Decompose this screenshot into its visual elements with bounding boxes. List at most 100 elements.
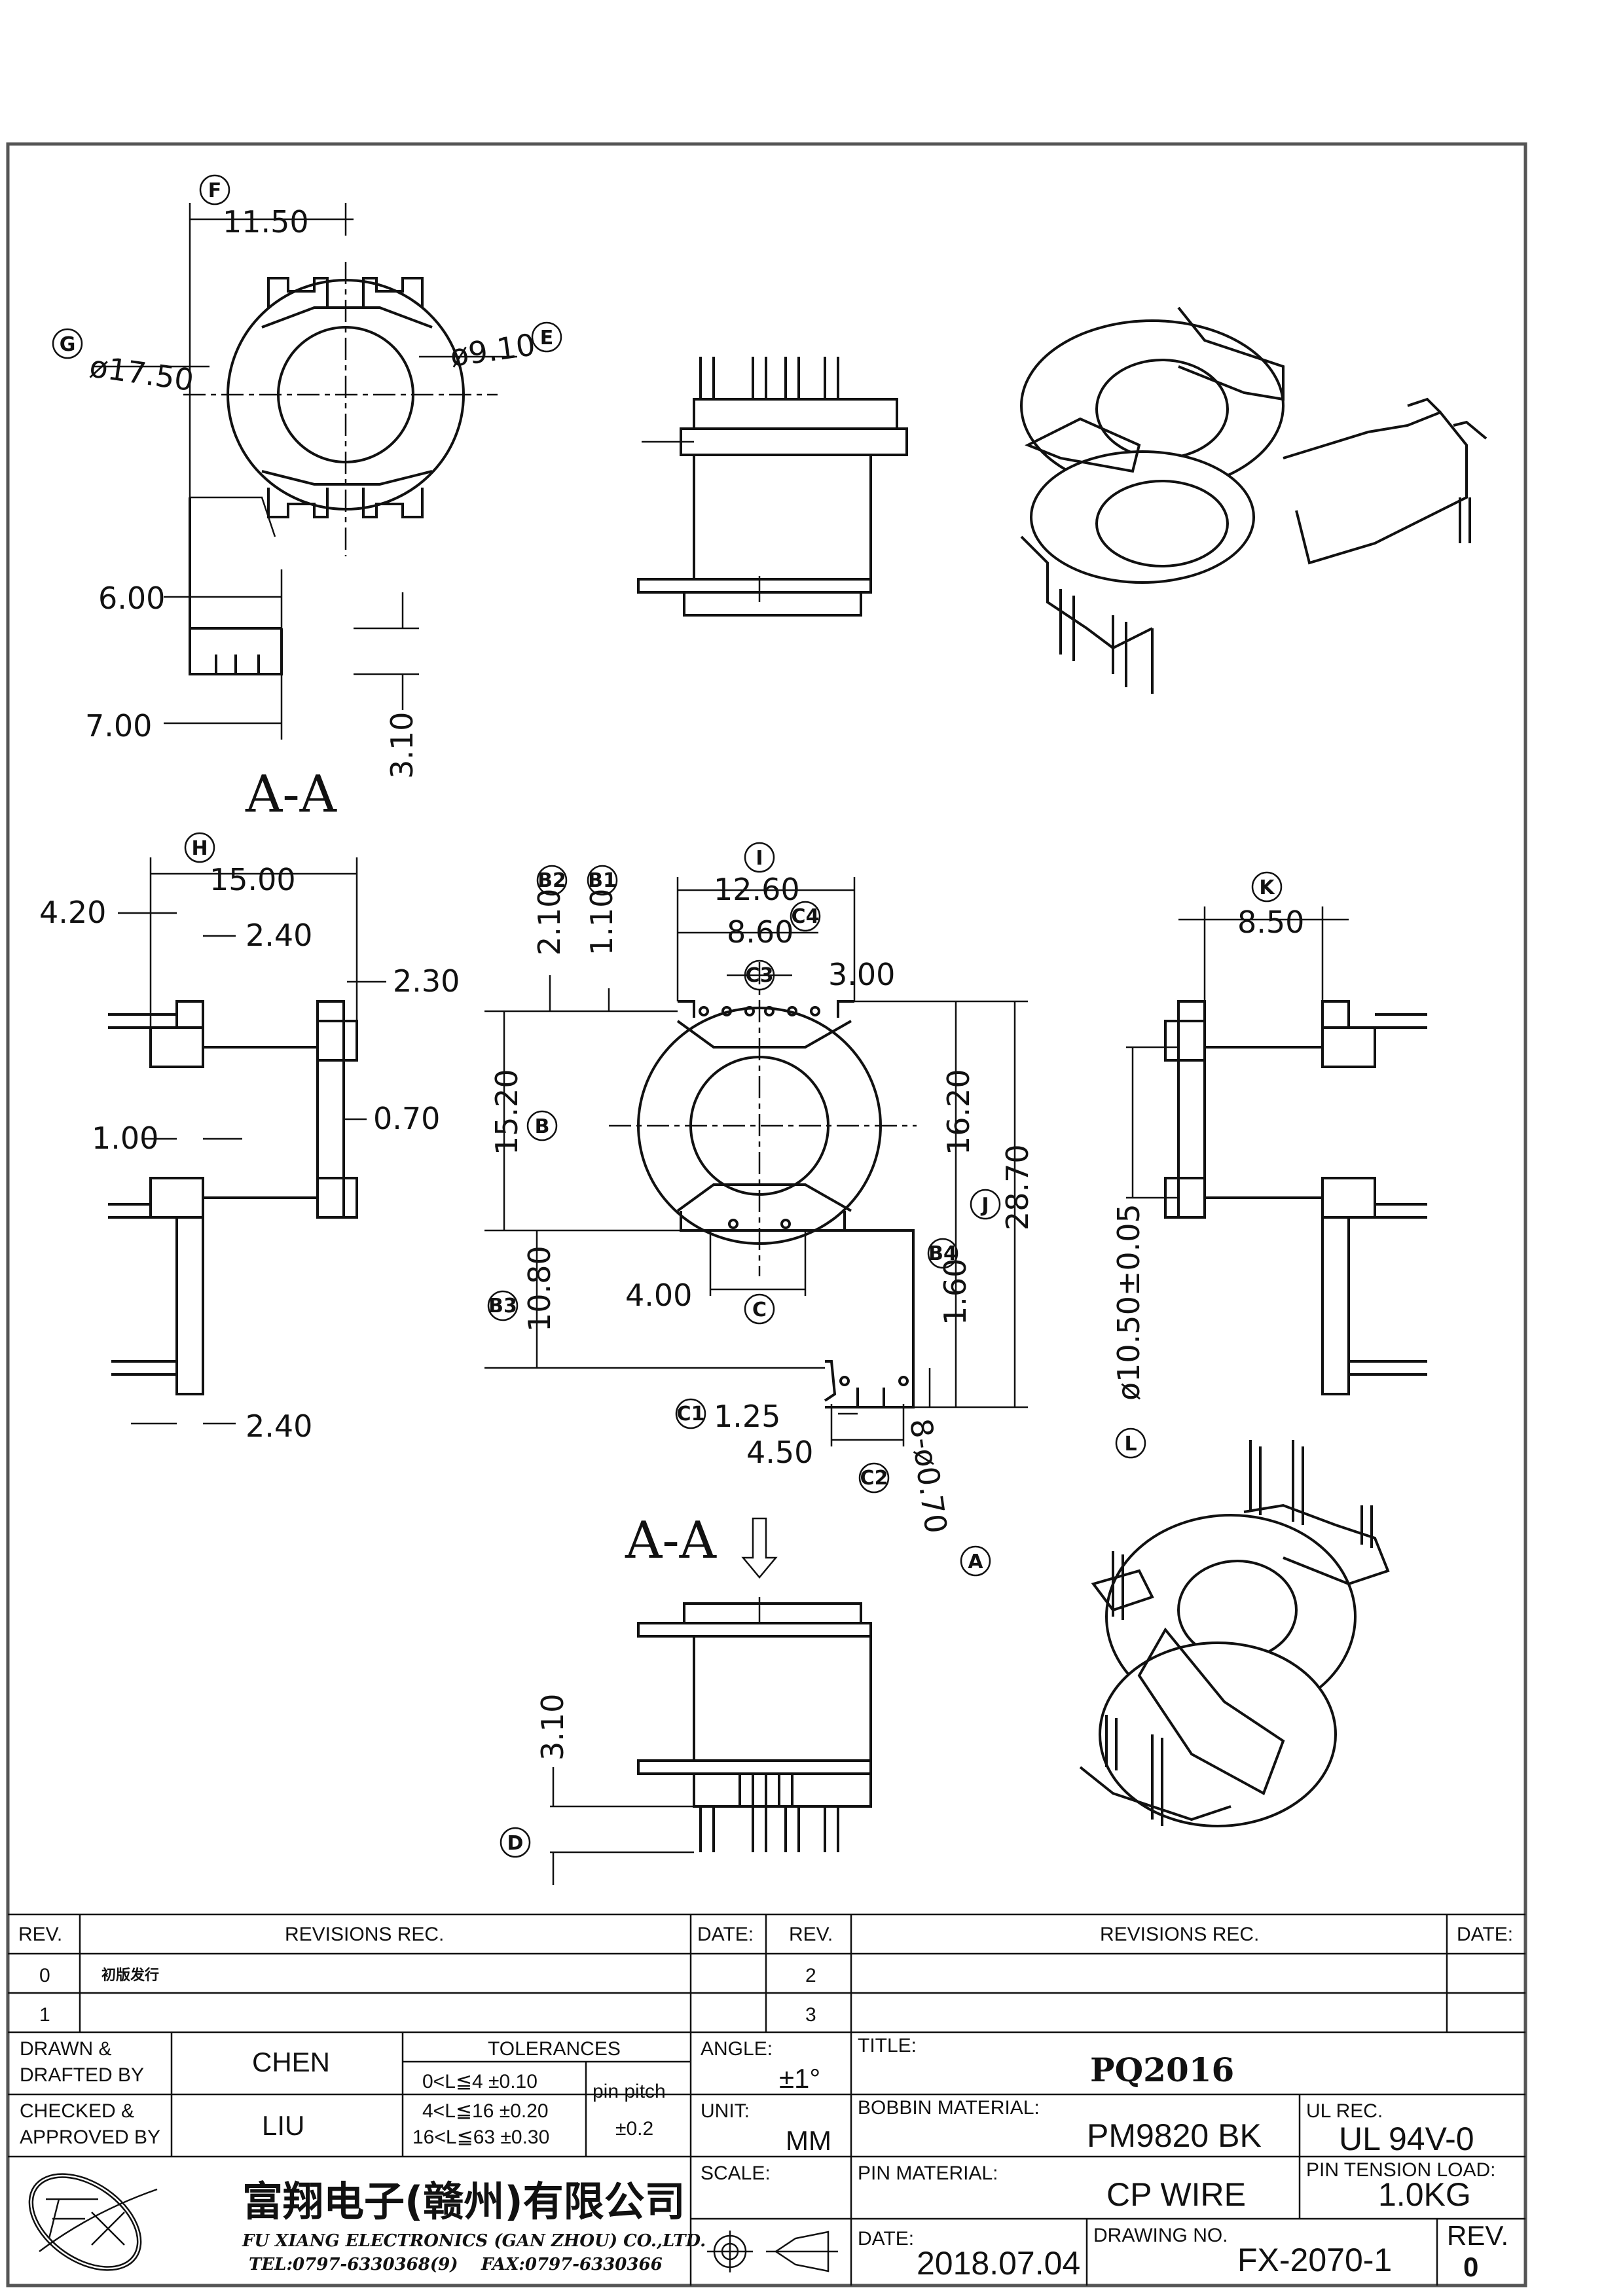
drawn-label-2: DRAFTED BY: [20, 2064, 144, 2086]
drawn-label-1: DRAWN &: [20, 2038, 112, 2060]
dim-310-top: 3.10: [384, 712, 420, 779]
svg-text:E: E: [540, 327, 554, 350]
angle-value: ±1°: [779, 2063, 820, 2094]
dim-k: 8.50: [1237, 905, 1304, 940]
dim-860: 8.60: [727, 914, 793, 950]
bobbin-value: PM9820 BK: [1087, 2117, 1262, 2154]
drawing-no-value: FX-2070-1: [1237, 2242, 1392, 2278]
ul-label: UL REC.: [1306, 2100, 1383, 2122]
date-header-right: DATE:: [1457, 1924, 1513, 1945]
dim-f: 11.50: [223, 204, 309, 240]
svg-text:B: B: [535, 1115, 550, 1138]
marker-b1: B1: [587, 865, 618, 896]
dim-g: ø17.50: [87, 348, 196, 398]
marker-f: F: [199, 174, 230, 206]
dim-1520: 15.20: [489, 1069, 524, 1155]
tolerances-header: TOLERANCES: [488, 2038, 621, 2060]
rev-row-right-3: 3: [805, 2004, 816, 2026]
svg-text:L: L: [1124, 1433, 1137, 1456]
revisions-header-right: REVISIONS REC.: [1100, 1924, 1259, 1945]
side-view-right: 8.50 ø10.50±0.05: [1111, 905, 1427, 1401]
unit-label: UNIT:: [701, 2100, 750, 2122]
dim-450: 4.50: [746, 1435, 813, 1470]
marker-j: J: [970, 1189, 1001, 1220]
drawn-by: CHEN: [252, 2047, 330, 2077]
sheet-border: [6, 142, 1527, 2287]
bottom-view: A-A 3.10: [535, 1511, 872, 1885]
title-value: PQ2016: [1090, 2051, 1234, 2089]
side-view-top: [637, 357, 908, 617]
rev-label: REV.: [1447, 2220, 1508, 2251]
tol-row-3: 16<L≦63 ±0.30: [412, 2126, 549, 2148]
svg-text:C: C: [752, 1299, 767, 1321]
dim-300: 3.00: [828, 957, 895, 992]
marker-d: D: [500, 1827, 531, 1858]
marker-i: I: [744, 842, 775, 873]
dim-210: 2.10: [532, 889, 567, 956]
rev-row-1-rev: 1: [39, 2004, 50, 2026]
pin-pitch-label: pin pitch: [593, 2081, 666, 2102]
dim-160: 1.60: [938, 1259, 973, 1325]
front-view: 12.60 8.60 3.00 2.10 1.10 15.20 16.20 28…: [484, 872, 1035, 1535]
title-label: TITLE:: [858, 2035, 917, 2056]
pin-pitch-value: ±0.2: [615, 2118, 653, 2140]
company-fax: FAX:0797-6330366: [481, 2255, 663, 2274]
checked-label-2: APPROVED BY: [20, 2126, 160, 2148]
pin-tension-value: 1.0KG: [1378, 2176, 1471, 2213]
dim-7: 7.00: [85, 708, 152, 744]
dim-6: 6.00: [98, 581, 165, 616]
isometric-view-top: [1020, 306, 1487, 694]
rev-header-right: REV.: [789, 1924, 833, 1945]
dim-l: ø10.50±0.05: [1111, 1204, 1146, 1401]
marker-b: B: [526, 1110, 558, 1141]
company-name-en: FU XIANG ELECTRONICS (GAN ZHOU) CO.,LTD.: [242, 2231, 706, 2251]
marker-h: H: [184, 832, 215, 863]
svg-text:B4: B4: [928, 1242, 957, 1265]
dim-400: 4.00: [625, 1278, 692, 1313]
dim-h: 15.00: [210, 862, 296, 897]
dim-240a: 2.40: [246, 918, 312, 953]
svg-text:C1: C1: [677, 1403, 705, 1426]
svg-text:B3: B3: [488, 1295, 517, 1318]
section-label-bottom: A-A: [625, 1511, 718, 1570]
dim-310-bottom: 3.10: [535, 1694, 570, 1761]
dim-pin: 8-ø0.70: [903, 1416, 954, 1535]
rev-row-0-rev: 0: [39, 1965, 50, 1986]
tol-row-2: 4<L≦16 ±0.20: [422, 2100, 549, 2122]
marker-e: E: [531, 321, 562, 353]
checked-by: LIU: [262, 2110, 304, 2141]
dim-420: 4.20: [39, 895, 106, 930]
company-logo: [28, 2173, 158, 2271]
dim-230: 2.30: [393, 963, 460, 999]
svg-text:C4: C4: [792, 905, 820, 928]
marker-k: K: [1251, 871, 1283, 903]
svg-text:K: K: [1259, 876, 1275, 899]
ul-value: UL 94V-0: [1339, 2121, 1474, 2157]
company-tel: TEL:0797-6330368(9): [249, 2255, 458, 2274]
svg-text:C3: C3: [746, 964, 774, 987]
marker-b4: B4: [927, 1238, 958, 1269]
scale-label: SCALE:: [701, 2162, 771, 2184]
pin-material-value: CP WIRE: [1106, 2176, 1246, 2213]
pin-tension-label: PIN TENSION LOAD:: [1306, 2159, 1496, 2181]
dim-1080: 10.80: [522, 1246, 557, 1332]
svg-text:B2: B2: [538, 869, 566, 892]
date-label: DATE:: [858, 2228, 914, 2250]
svg-text:J: J: [980, 1194, 989, 1217]
dim-1620: 16.20: [941, 1069, 976, 1155]
projection-symbol-icon: [707, 2231, 838, 2272]
company-name-cn: 富翔电子(赣州)有限公司: [242, 2178, 685, 2225]
svg-text:G: G: [60, 333, 76, 356]
side-view-left: 15.00 4.20 2.40 2.30 1.00 0.70 2.40: [39, 857, 460, 1444]
pin-material-label: PIN MATERIAL:: [858, 2162, 998, 2184]
marker-b3: B3: [487, 1290, 519, 1321]
date-value: 2018.07.04: [917, 2245, 1080, 2282]
svg-text:C2: C2: [860, 1467, 888, 1490]
marker-c1: C1: [675, 1398, 706, 1429]
rev-value: 0: [1463, 2251, 1478, 2282]
dim-2870: 28.70: [1000, 1144, 1035, 1230]
marker-g: G: [52, 328, 83, 359]
date-header: DATE:: [697, 1924, 754, 1945]
markers: F G E H I B2 B1 C4 C3 B J B4 B3 C C1 C2 …: [52, 174, 1283, 1858]
